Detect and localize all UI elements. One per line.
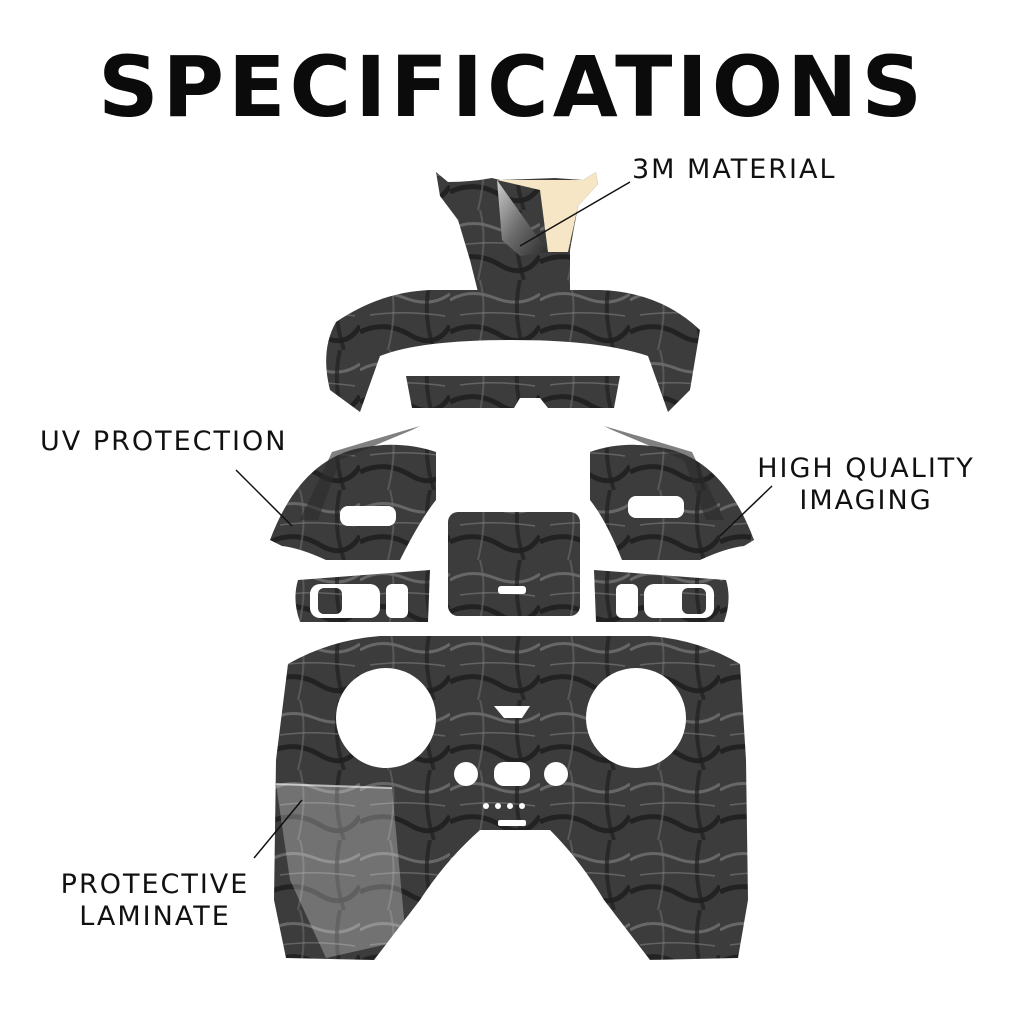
laminate-sheet [275,783,406,958]
shoulder-band [326,290,700,412]
right-wing-piece [590,426,754,560]
material-leader-line [519,181,631,247]
callout-high-quality-imaging: HIGH QUALITY IMAGING [752,453,980,517]
laminate-leader-line [253,799,303,859]
callout-protective-laminate: PROTECTIVE LAMINATE [52,869,258,933]
page-title: SPECIFICATIONS [98,38,926,136]
uv-leader-line [235,469,293,527]
callout-laminate-line2: LAMINATE [79,901,231,932]
callout-imaging-line2: IMAGING [799,485,933,516]
center-pad-piece [448,512,580,616]
bridge-strip [406,376,620,408]
right-button-frame [594,570,729,622]
imaging-leader-line [719,485,773,537]
main-body-piece [274,636,748,960]
callout-uv-protection: UV PROTECTION [40,426,288,457]
callout-3m-material: 3M MATERIAL [632,154,837,185]
callout-imaging-line1: HIGH QUALITY [757,453,975,484]
left-wing-piece [270,426,436,560]
left-button-frame [295,570,430,622]
callout-laminate-line1: PROTECTIVE [60,869,250,900]
